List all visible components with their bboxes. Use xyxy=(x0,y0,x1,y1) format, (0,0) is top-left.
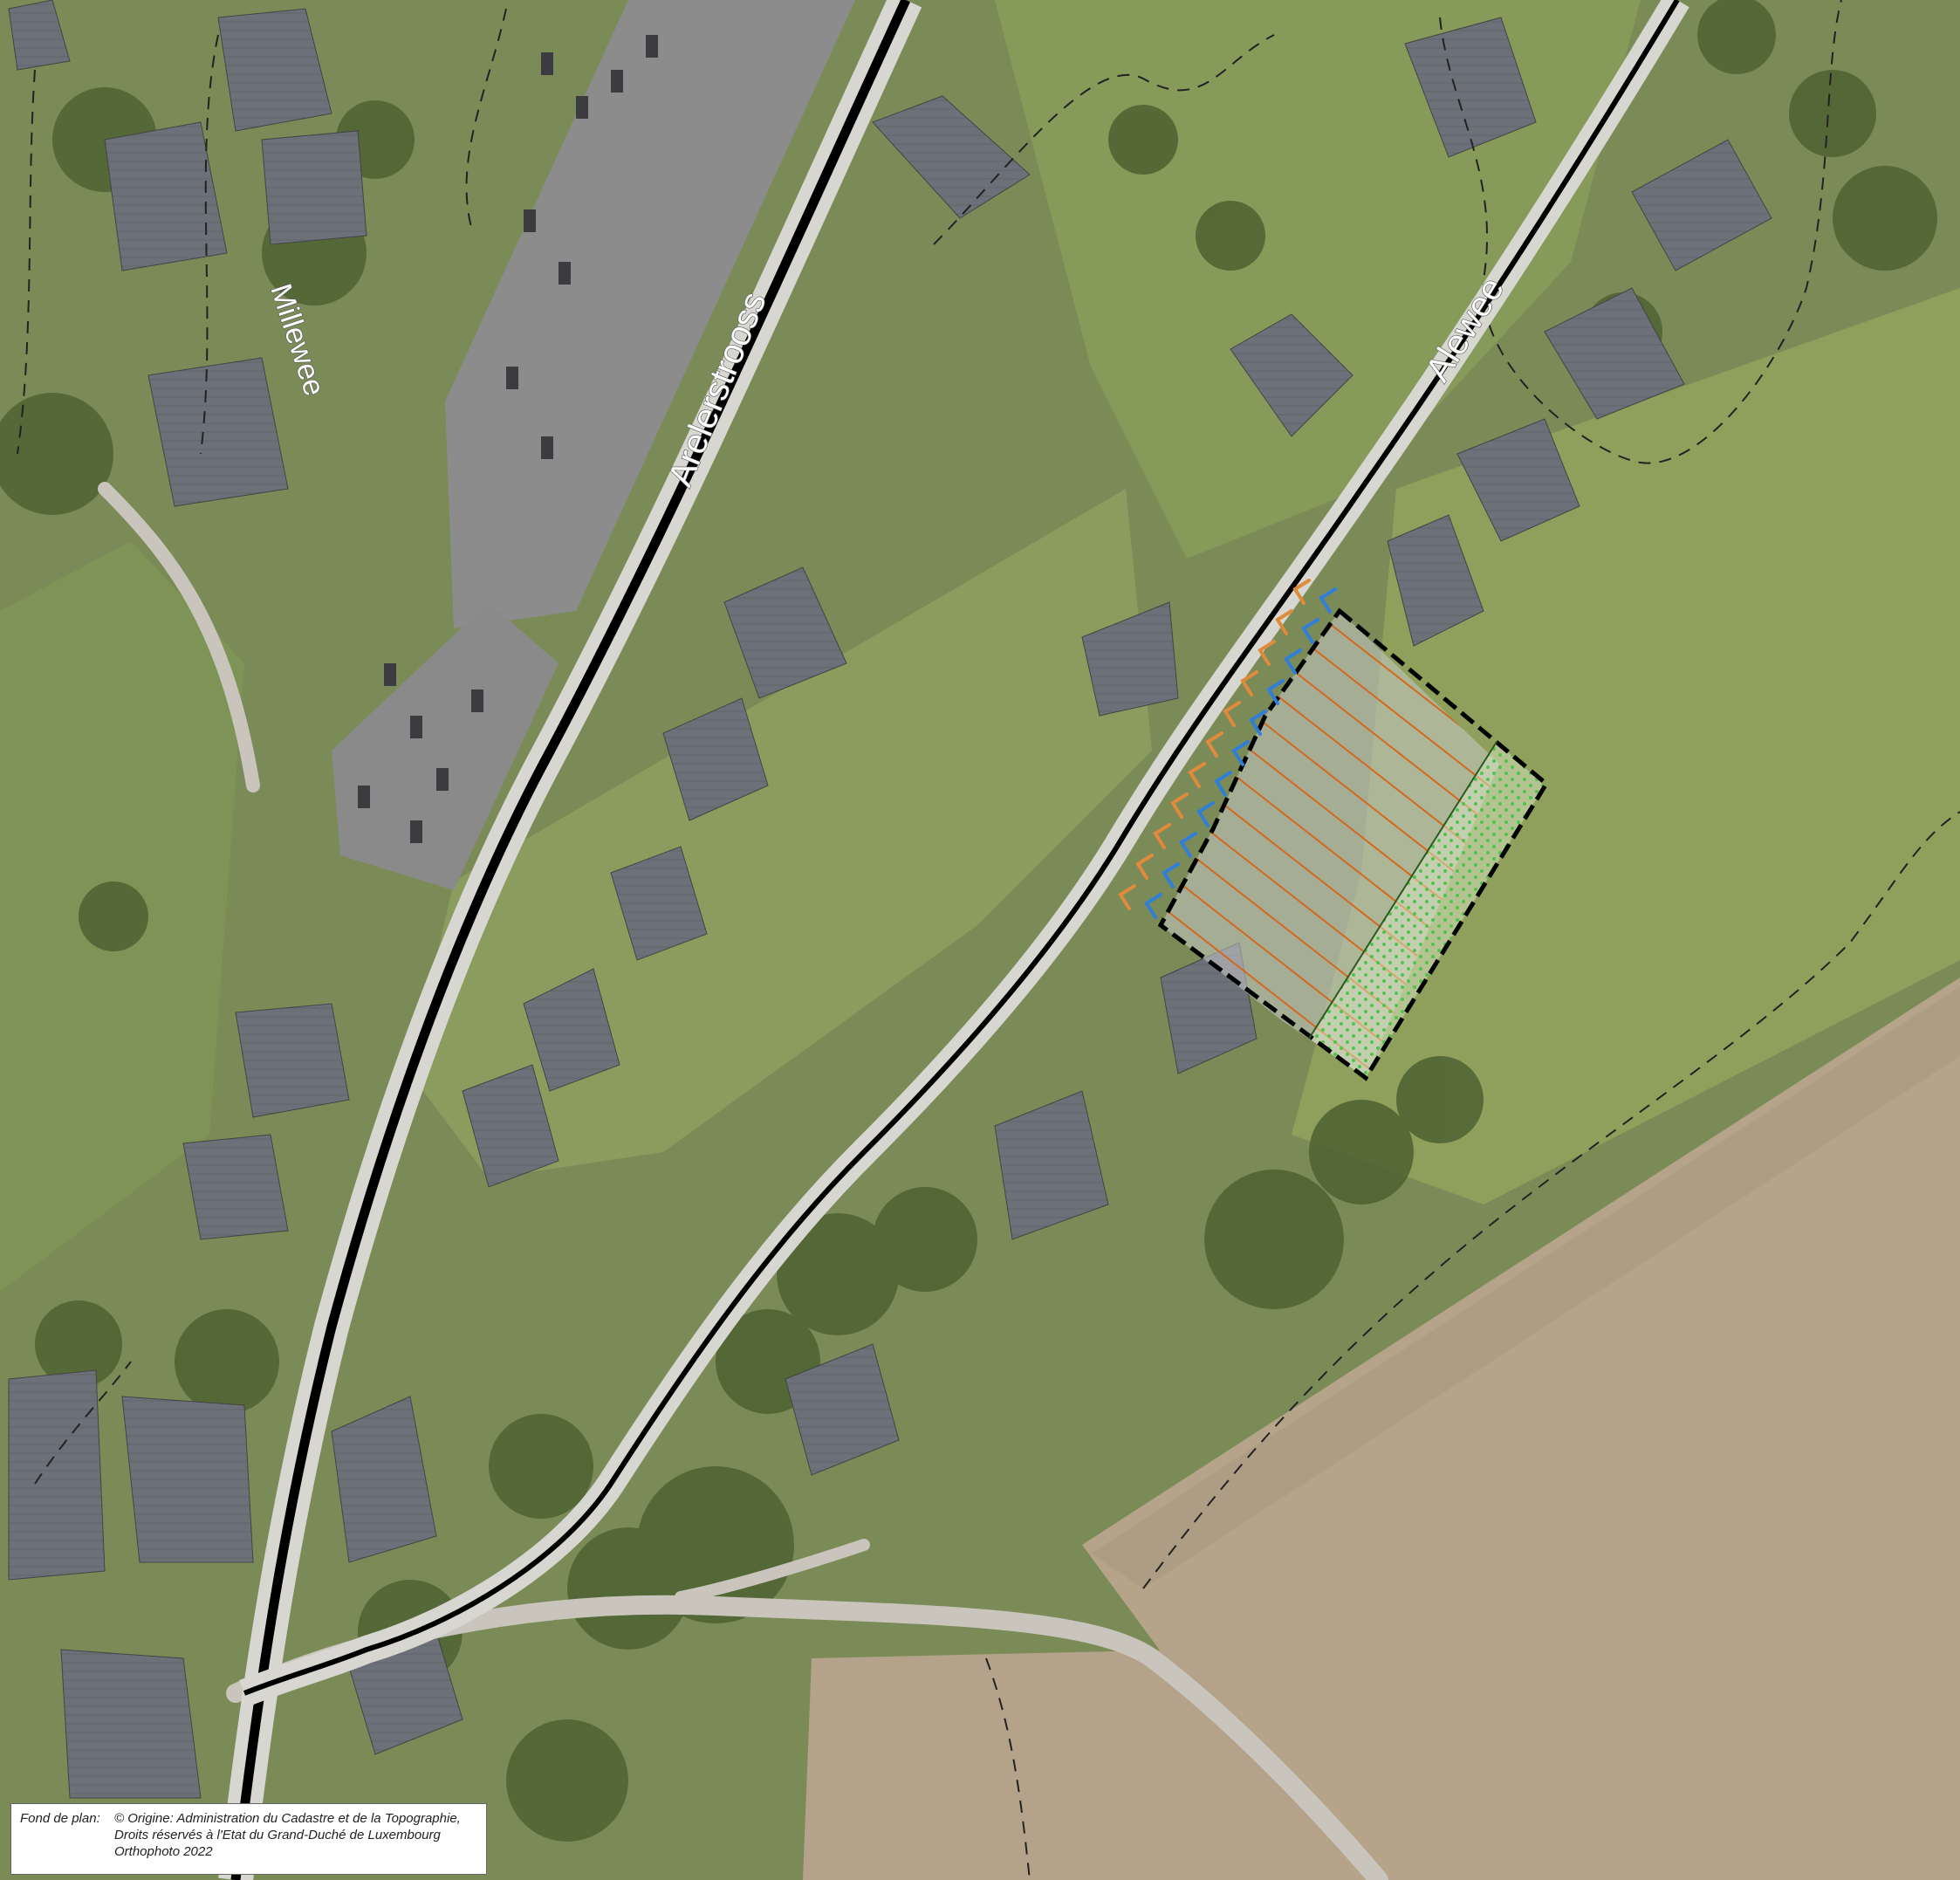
main-roads xyxy=(218,0,1689,1880)
credit-line-2: Droits réservés à l'Etat du Grand-Duché … xyxy=(114,1828,441,1842)
arrow-markings xyxy=(1118,579,1337,919)
site-boundary xyxy=(1157,607,1550,1081)
credit-text: © Origine: Administration du Cadastre et… xyxy=(114,1810,461,1860)
zone-divider xyxy=(1308,741,1497,1039)
credit-line-3: Orthophoto 2022 xyxy=(114,1844,213,1859)
project-site xyxy=(1157,607,1550,1081)
map-credit: Fond de plan: © Origine: Administration … xyxy=(10,1803,487,1875)
dashed-boundaries xyxy=(17,0,1960,1880)
credit-line-1: © Origine: Administration du Cadastre et… xyxy=(114,1811,461,1826)
dotted-green-zone xyxy=(1309,742,1545,1078)
buildings xyxy=(8,0,1772,1799)
credit-label: Fond de plan: xyxy=(20,1811,100,1826)
